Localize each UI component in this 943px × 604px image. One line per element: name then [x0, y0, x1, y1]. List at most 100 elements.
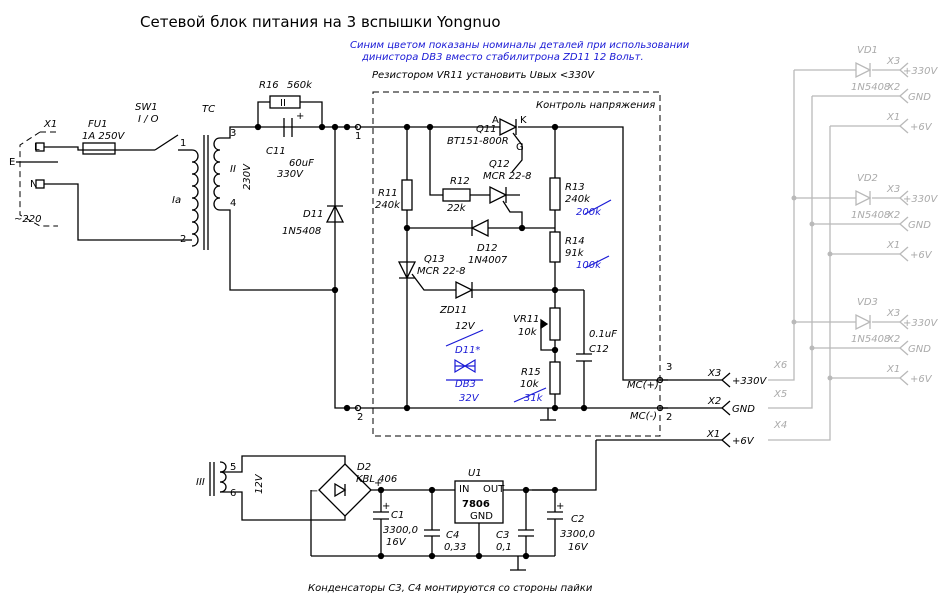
r16-value: 560k: [287, 80, 313, 91]
ground-symbol: [540, 408, 556, 421]
output-distribution: X6 X5 X4 VD1 1N5408 X3 +330V X2 GND X1 +…: [768, 45, 938, 441]
pin-e-label: E: [9, 157, 15, 168]
vr11-label: VR11: [513, 314, 540, 325]
c11-voltage: 330V: [277, 169, 304, 180]
c4-label: C4: [446, 530, 459, 541]
x1-out-label: X1: [706, 429, 720, 440]
c12-value: 0.1uF: [589, 329, 617, 340]
x4-label: X4: [773, 420, 787, 431]
resistor-r12: [442, 188, 471, 202]
dinistor-db3: [454, 358, 476, 374]
d11s-label: D11*: [455, 345, 480, 356]
u1-gnd: GND: [470, 511, 493, 522]
zener-zd11: [455, 280, 474, 300]
diode-vd3: [855, 313, 872, 331]
g1-x3: X3: [886, 56, 900, 67]
v230-label: 230V: [242, 163, 253, 190]
fu1-label: FU1: [88, 119, 107, 130]
winding-iii: [219, 461, 227, 493]
resistor-r15: [549, 361, 561, 395]
c11-value: 60uF: [289, 158, 314, 169]
g1-x2: X2: [886, 82, 900, 93]
svg-text:+: +: [382, 501, 390, 512]
g1-x1: X1: [886, 112, 900, 123]
node-1-label: 1: [355, 131, 361, 142]
diode-d12: [470, 218, 489, 238]
r14-alt: 100k: [576, 260, 602, 271]
vd1-label: VD1: [857, 45, 878, 56]
switch-sw1: [154, 134, 179, 151]
voltage-control-box: [372, 91, 661, 437]
mc-minus-label: MC(-): [630, 411, 657, 422]
node-2-label: 2: [357, 412, 363, 423]
g3-x1: X1: [886, 364, 900, 375]
diode-vd1: [855, 61, 872, 79]
bridge-d2: [318, 463, 372, 517]
c2-value: 3300,0: [560, 529, 595, 540]
c4-value: 0,33: [444, 542, 466, 553]
g1-gnd: GND: [908, 92, 931, 103]
c12-label: C12: [589, 344, 609, 355]
vd3-type: 1N5408: [851, 334, 890, 345]
vr11-value: 10k: [518, 327, 538, 338]
resistor-r13: [549, 177, 561, 211]
d11-value: 1N5408: [282, 226, 321, 237]
d12-value: 1N4007: [468, 255, 508, 266]
x2-label: X2: [707, 396, 721, 407]
diagram-title: Сетевой блок питания на 3 вспышки Yongnu…: [140, 13, 501, 31]
svg-text:+: +: [374, 478, 382, 489]
output-group-2: VD2 1N5408 X3 +330V X2 GND X1 +6V: [791, 173, 938, 262]
u1-value: 7806: [462, 499, 490, 510]
node-3-label: 3: [666, 362, 672, 373]
c1-value: 3300,0: [383, 525, 418, 536]
g2-v6: +6V: [910, 250, 933, 261]
resistor-r14: [549, 231, 561, 263]
svg-text:+: +: [556, 501, 564, 512]
c2-voltage: 16V: [568, 542, 589, 553]
u1-label: U1: [468, 468, 482, 479]
g3-v330: +330V: [903, 318, 938, 329]
scr-q11: [499, 117, 518, 137]
r14-value: 91k: [565, 248, 585, 259]
q11-anode: A: [492, 115, 499, 126]
zd11-value: 12V: [455, 321, 476, 332]
fu1-value: 1A 250V: [82, 131, 125, 142]
scr-q13: [397, 261, 417, 280]
capacitor-c4: [424, 490, 440, 556]
potentiometer-vr11: [549, 307, 561, 341]
x6-label: X6: [773, 360, 787, 371]
u1-in: IN: [459, 484, 469, 495]
capacitor-c1: [373, 490, 389, 556]
r15-value: 10k: [520, 379, 540, 390]
g2-x3: X3: [886, 184, 900, 195]
r13-value: 240k: [565, 194, 591, 205]
primary-winding: [191, 149, 199, 247]
db3-label: DB3: [455, 379, 476, 390]
lv-section: + + 5 6 III 12V D2 KBL 406 − + U1 IN OUT…: [196, 455, 595, 594]
node-2b-label: 2: [666, 412, 672, 423]
q12-value: MCR 22-8: [483, 171, 531, 182]
winding-ii: II: [230, 164, 236, 175]
q11-label: Q11: [476, 124, 497, 135]
tc-pin4: 4: [230, 198, 236, 209]
mc-plus-label: MC(+): [627, 380, 659, 391]
x1-label: X1: [43, 119, 57, 130]
zd11-label: ZD11: [439, 305, 467, 316]
tc-pin1: 1: [180, 138, 186, 149]
control-circuit: Q11 BT151-800R A K G Q12 MCR 22-8 R12 22…: [360, 115, 668, 422]
d12-label: D12: [477, 243, 497, 254]
transformer-tc: TC 1 2 3 4 Ia II 230V: [172, 104, 253, 250]
r13-alt: 200k: [576, 207, 602, 218]
diode-d11: [325, 204, 345, 223]
x3-voltage: +330V: [732, 376, 767, 387]
g2-gnd: GND: [908, 220, 931, 231]
tc-pin5: 5: [230, 462, 236, 473]
vd2-label: VD2: [857, 173, 878, 184]
x5-label: X5: [773, 389, 787, 400]
main-outputs: 3 2 X3 +330V X2 GND X1 +6V: [532, 362, 767, 491]
u1-out: OUT: [483, 484, 505, 495]
x1-out-voltage: +6V: [732, 436, 755, 447]
q12-label: Q12: [489, 159, 510, 170]
vd3-label: VD3: [857, 297, 878, 308]
scr-q12: [489, 185, 508, 205]
